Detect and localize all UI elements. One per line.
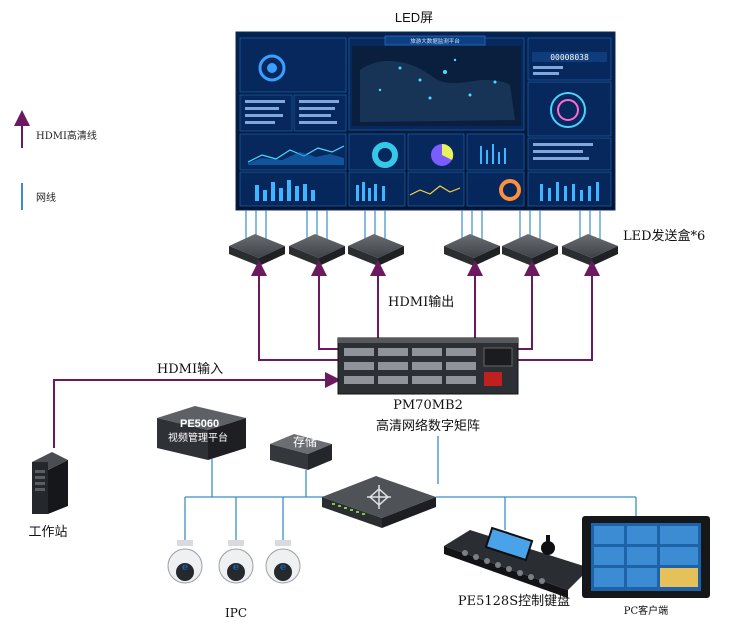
storage-label: 存储 — [293, 434, 317, 449]
control-keyboard — [444, 526, 590, 598]
ipc-camera: e — [218, 540, 254, 584]
send-box-label: LED发送盒*6 — [623, 228, 705, 244]
keyboard-label: PE5128S控制键盘 — [458, 593, 570, 609]
matrix-device — [337, 337, 519, 395]
workstation — [32, 452, 68, 514]
hdmi-input-label: HDMI输入 — [157, 361, 223, 377]
svg-text:e: e — [182, 562, 188, 573]
ipc-camera: e — [265, 540, 301, 584]
matrix-name: 高清网络数字矩阵 — [376, 418, 480, 434]
hdmi-output-label: HDMI输出 — [388, 294, 454, 310]
led-screen: 旅游大数据监测平台 00008038 — [235, 31, 616, 211]
legend: HDMI高清线 网线 — [14, 110, 97, 210]
led-send-box — [562, 234, 618, 266]
storage-device — [270, 434, 332, 470]
led-send-boxes — [229, 234, 618, 266]
led-send-box — [444, 234, 500, 266]
led-screen-header: 旅游大数据监测平台 — [410, 37, 460, 45]
ipc-label: IPC — [225, 606, 247, 620]
ipc-cameras: e e e — [167, 540, 301, 584]
legend-hdmi-label: HDMI高清线 — [36, 129, 97, 142]
matrix-model: PM70MB2 — [393, 398, 463, 413]
led-to-sendbox-lines — [245, 210, 601, 240]
pe5060-server — [157, 406, 246, 460]
hdmi-input-line — [53, 372, 341, 448]
led-send-box — [289, 234, 345, 266]
legend-network-label: 网线 — [36, 191, 56, 204]
network-switch — [322, 476, 436, 528]
svg-text:e: e — [233, 562, 239, 573]
led-send-box — [229, 234, 285, 266]
hdmi-output-lines — [251, 260, 600, 361]
network-lines — [184, 436, 637, 540]
pc-client — [582, 516, 710, 598]
pe5060-name: 视频管理平台 — [168, 431, 228, 444]
ipc-camera: e — [167, 540, 203, 584]
led-screen-counter: 00008038 — [550, 53, 589, 62]
workstation-label: 工作站 — [28, 525, 67, 540]
led-send-box — [348, 234, 404, 266]
led-screen-title: LED屏 — [395, 10, 433, 25]
led-send-box — [502, 234, 558, 266]
svg-text:e: e — [280, 562, 286, 573]
pc-client-label: PC客户端 — [624, 604, 668, 617]
pe5060-model: PE5060 — [180, 418, 219, 430]
